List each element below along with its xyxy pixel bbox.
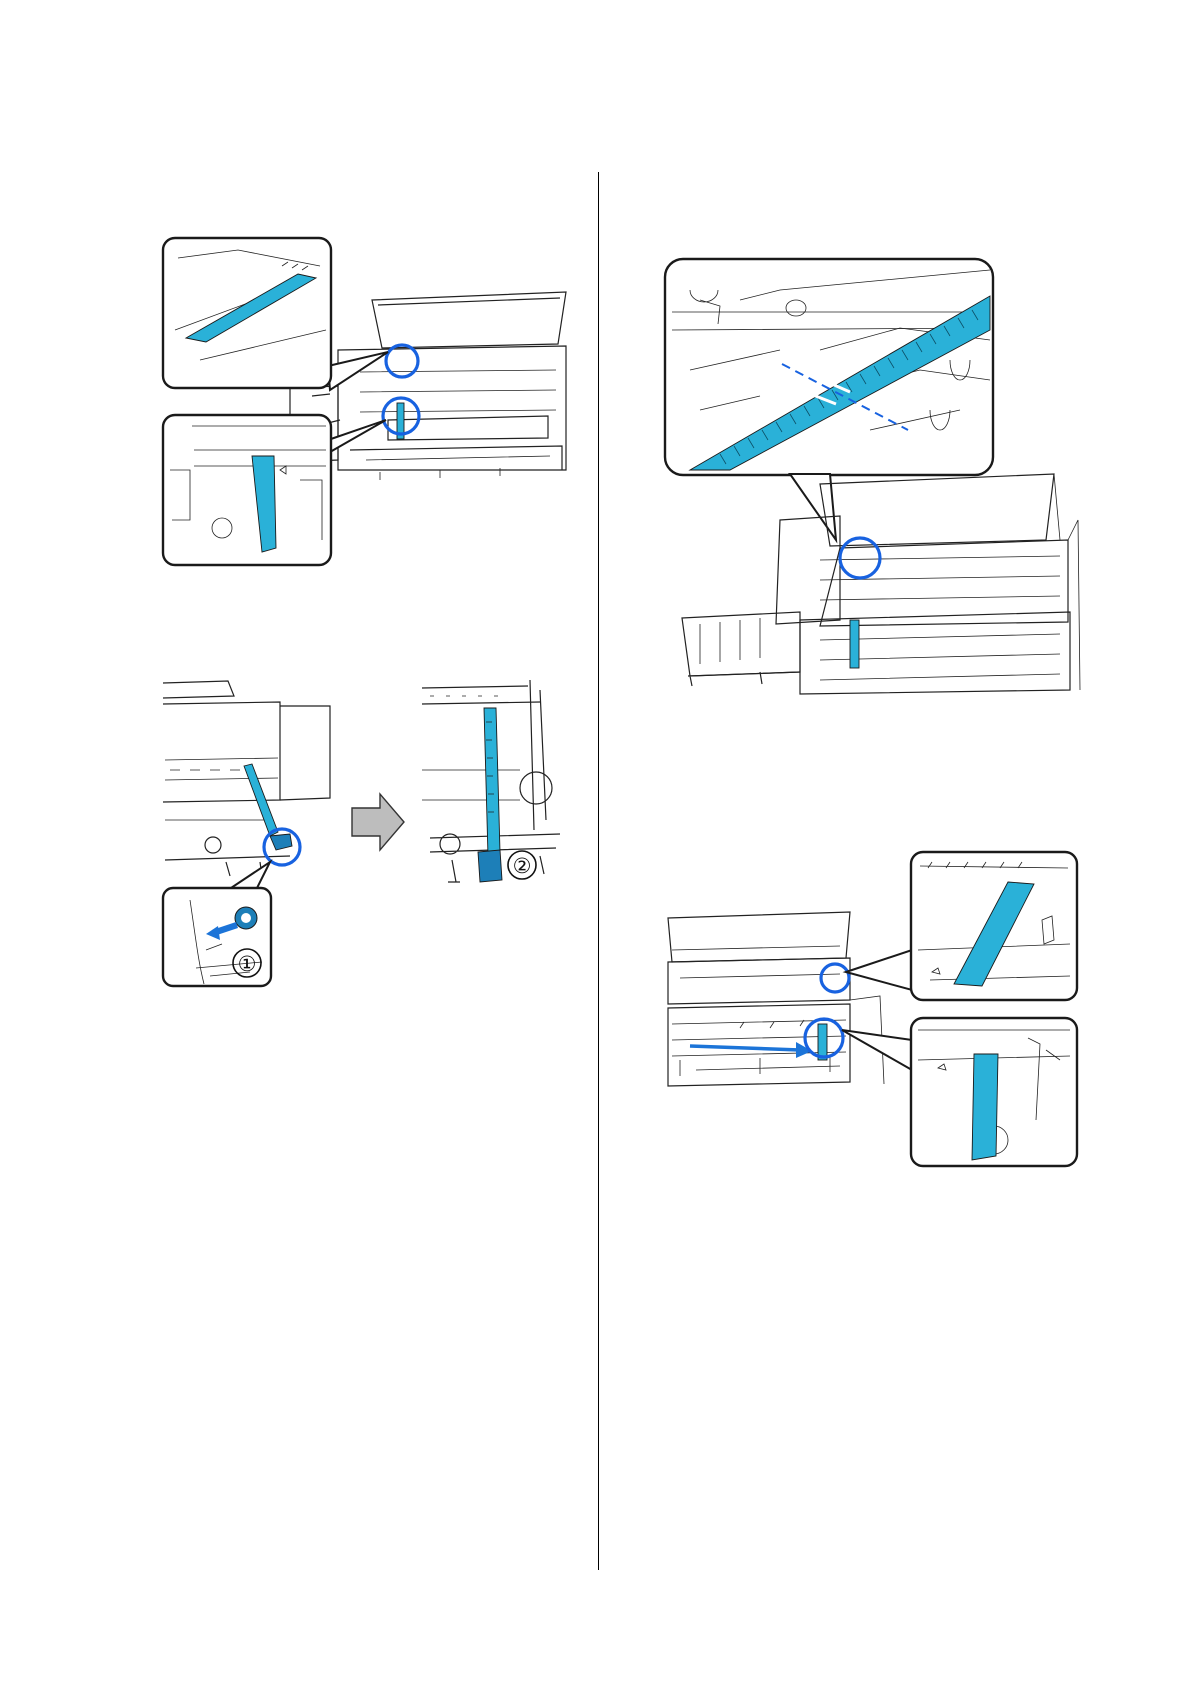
step-number-1: ① (238, 952, 257, 976)
highlight-circle (840, 538, 880, 578)
highlight-circle (386, 345, 418, 377)
highlight-circle (821, 964, 849, 992)
figure-tape-moved (668, 852, 1077, 1166)
next-step-arrow (352, 794, 404, 850)
step-number-2: ② (513, 854, 532, 878)
figure-tape-alignment (665, 259, 1080, 694)
figure-tape-secured-to-core: ① ② (163, 680, 560, 986)
figure-tape-on-platen (163, 238, 566, 565)
